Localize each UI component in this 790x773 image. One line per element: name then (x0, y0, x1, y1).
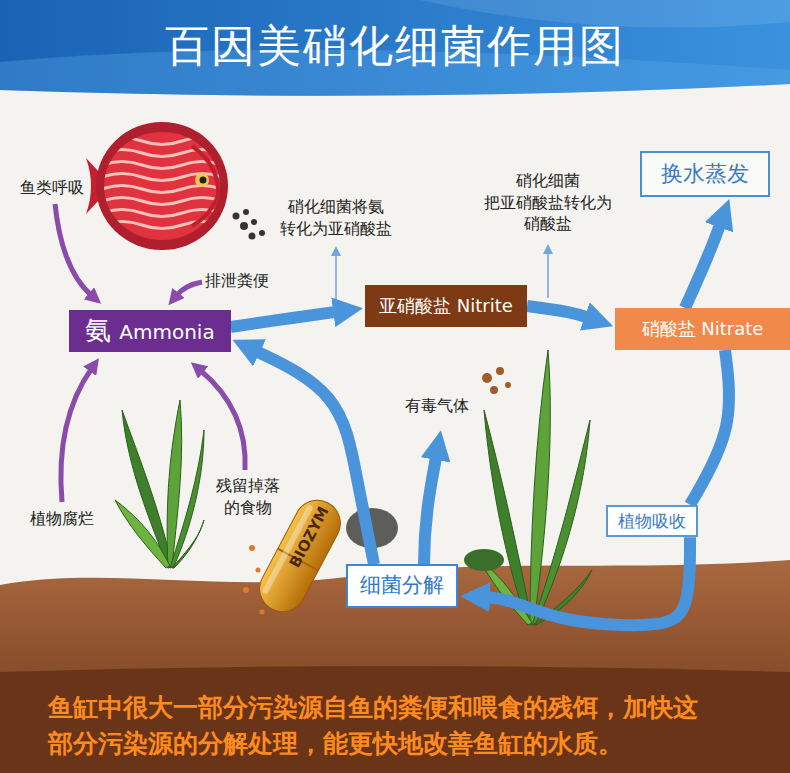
annotation-label: 排泄粪便 (205, 270, 269, 292)
leaf (170, 430, 204, 568)
fish-stripes (102, 138, 222, 229)
fish-stripe (102, 162, 222, 169)
discus-fish (86, 122, 228, 250)
annotation-label: 有毒气体 (405, 395, 469, 417)
node-text: 硝酸盐 Nitrate (642, 318, 764, 340)
process-box: 细菌分解 (346, 564, 458, 607)
source-arrow (55, 204, 92, 296)
leaf (532, 420, 590, 625)
moss (464, 549, 504, 571)
fish-stripe (102, 222, 222, 229)
nitrite-box: 亚硝酸盐 Nitrite (365, 285, 527, 327)
caption-text: 鱼缸中很大一部分污染源自鱼的粪便和喂食的残饵，加快这 部分污染源的分解处理，能更… (48, 690, 758, 763)
ammonia-box: 氨 Ammonia (69, 310, 230, 351)
node-text: 亚硝酸盐 Nitrite (379, 295, 513, 317)
source-arrows (55, 204, 245, 502)
nitrate-box: 硝酸盐 Nitrate (615, 308, 790, 350)
node-text: Ammonia (119, 320, 214, 344)
flow-arrow (690, 350, 729, 505)
caption-band (0, 666, 790, 773)
annotation-label: 植物腐烂 (30, 508, 94, 530)
page-title: 百因美硝化细菌作用图 (0, 20, 790, 73)
fish-stripe (102, 138, 222, 145)
annotation-label: 硝化细菌将氨 转化为亚硝酸盐 (275, 196, 397, 239)
flow-arrow (231, 311, 342, 327)
annotation-label: 残留掉落 的食物 (212, 475, 284, 518)
note-arrow (547, 252, 549, 298)
leaf (115, 500, 170, 568)
header-band (0, 0, 790, 96)
process-box: 换水蒸发 (640, 151, 770, 197)
annotation-label: 鱼类呼吸 (20, 177, 84, 199)
node-text: 细菌分解 (360, 573, 444, 598)
fish-fin (96, 122, 228, 250)
process-box: 植物吸收 (606, 505, 698, 537)
source-arrow (61, 368, 92, 502)
leaf (172, 520, 204, 568)
soil (0, 560, 790, 773)
fish-eye (195, 173, 209, 187)
fish-pupil (200, 177, 207, 184)
left-plant (115, 400, 204, 568)
flow-arrow (482, 537, 690, 625)
gas-bubbles (482, 367, 511, 394)
fish-gill (192, 146, 218, 226)
feces-dots (233, 209, 266, 240)
powder-dots (243, 545, 265, 615)
source-arrow (176, 282, 202, 296)
flow-arrow (685, 220, 722, 308)
note-arrow (335, 254, 337, 304)
fish-stripe (102, 198, 222, 205)
annotation-label: 硝化细菌 把亚硝酸盐转化为 硝酸盐 (478, 170, 618, 235)
middle-plant (480, 350, 592, 625)
node-text: 植物吸收 (618, 511, 686, 531)
source-arrow (200, 370, 245, 470)
flow-arrow (527, 306, 592, 319)
node-text: 换水蒸发 (661, 161, 749, 187)
gas-arrow (424, 452, 437, 565)
node-text: 氨 (85, 315, 111, 346)
